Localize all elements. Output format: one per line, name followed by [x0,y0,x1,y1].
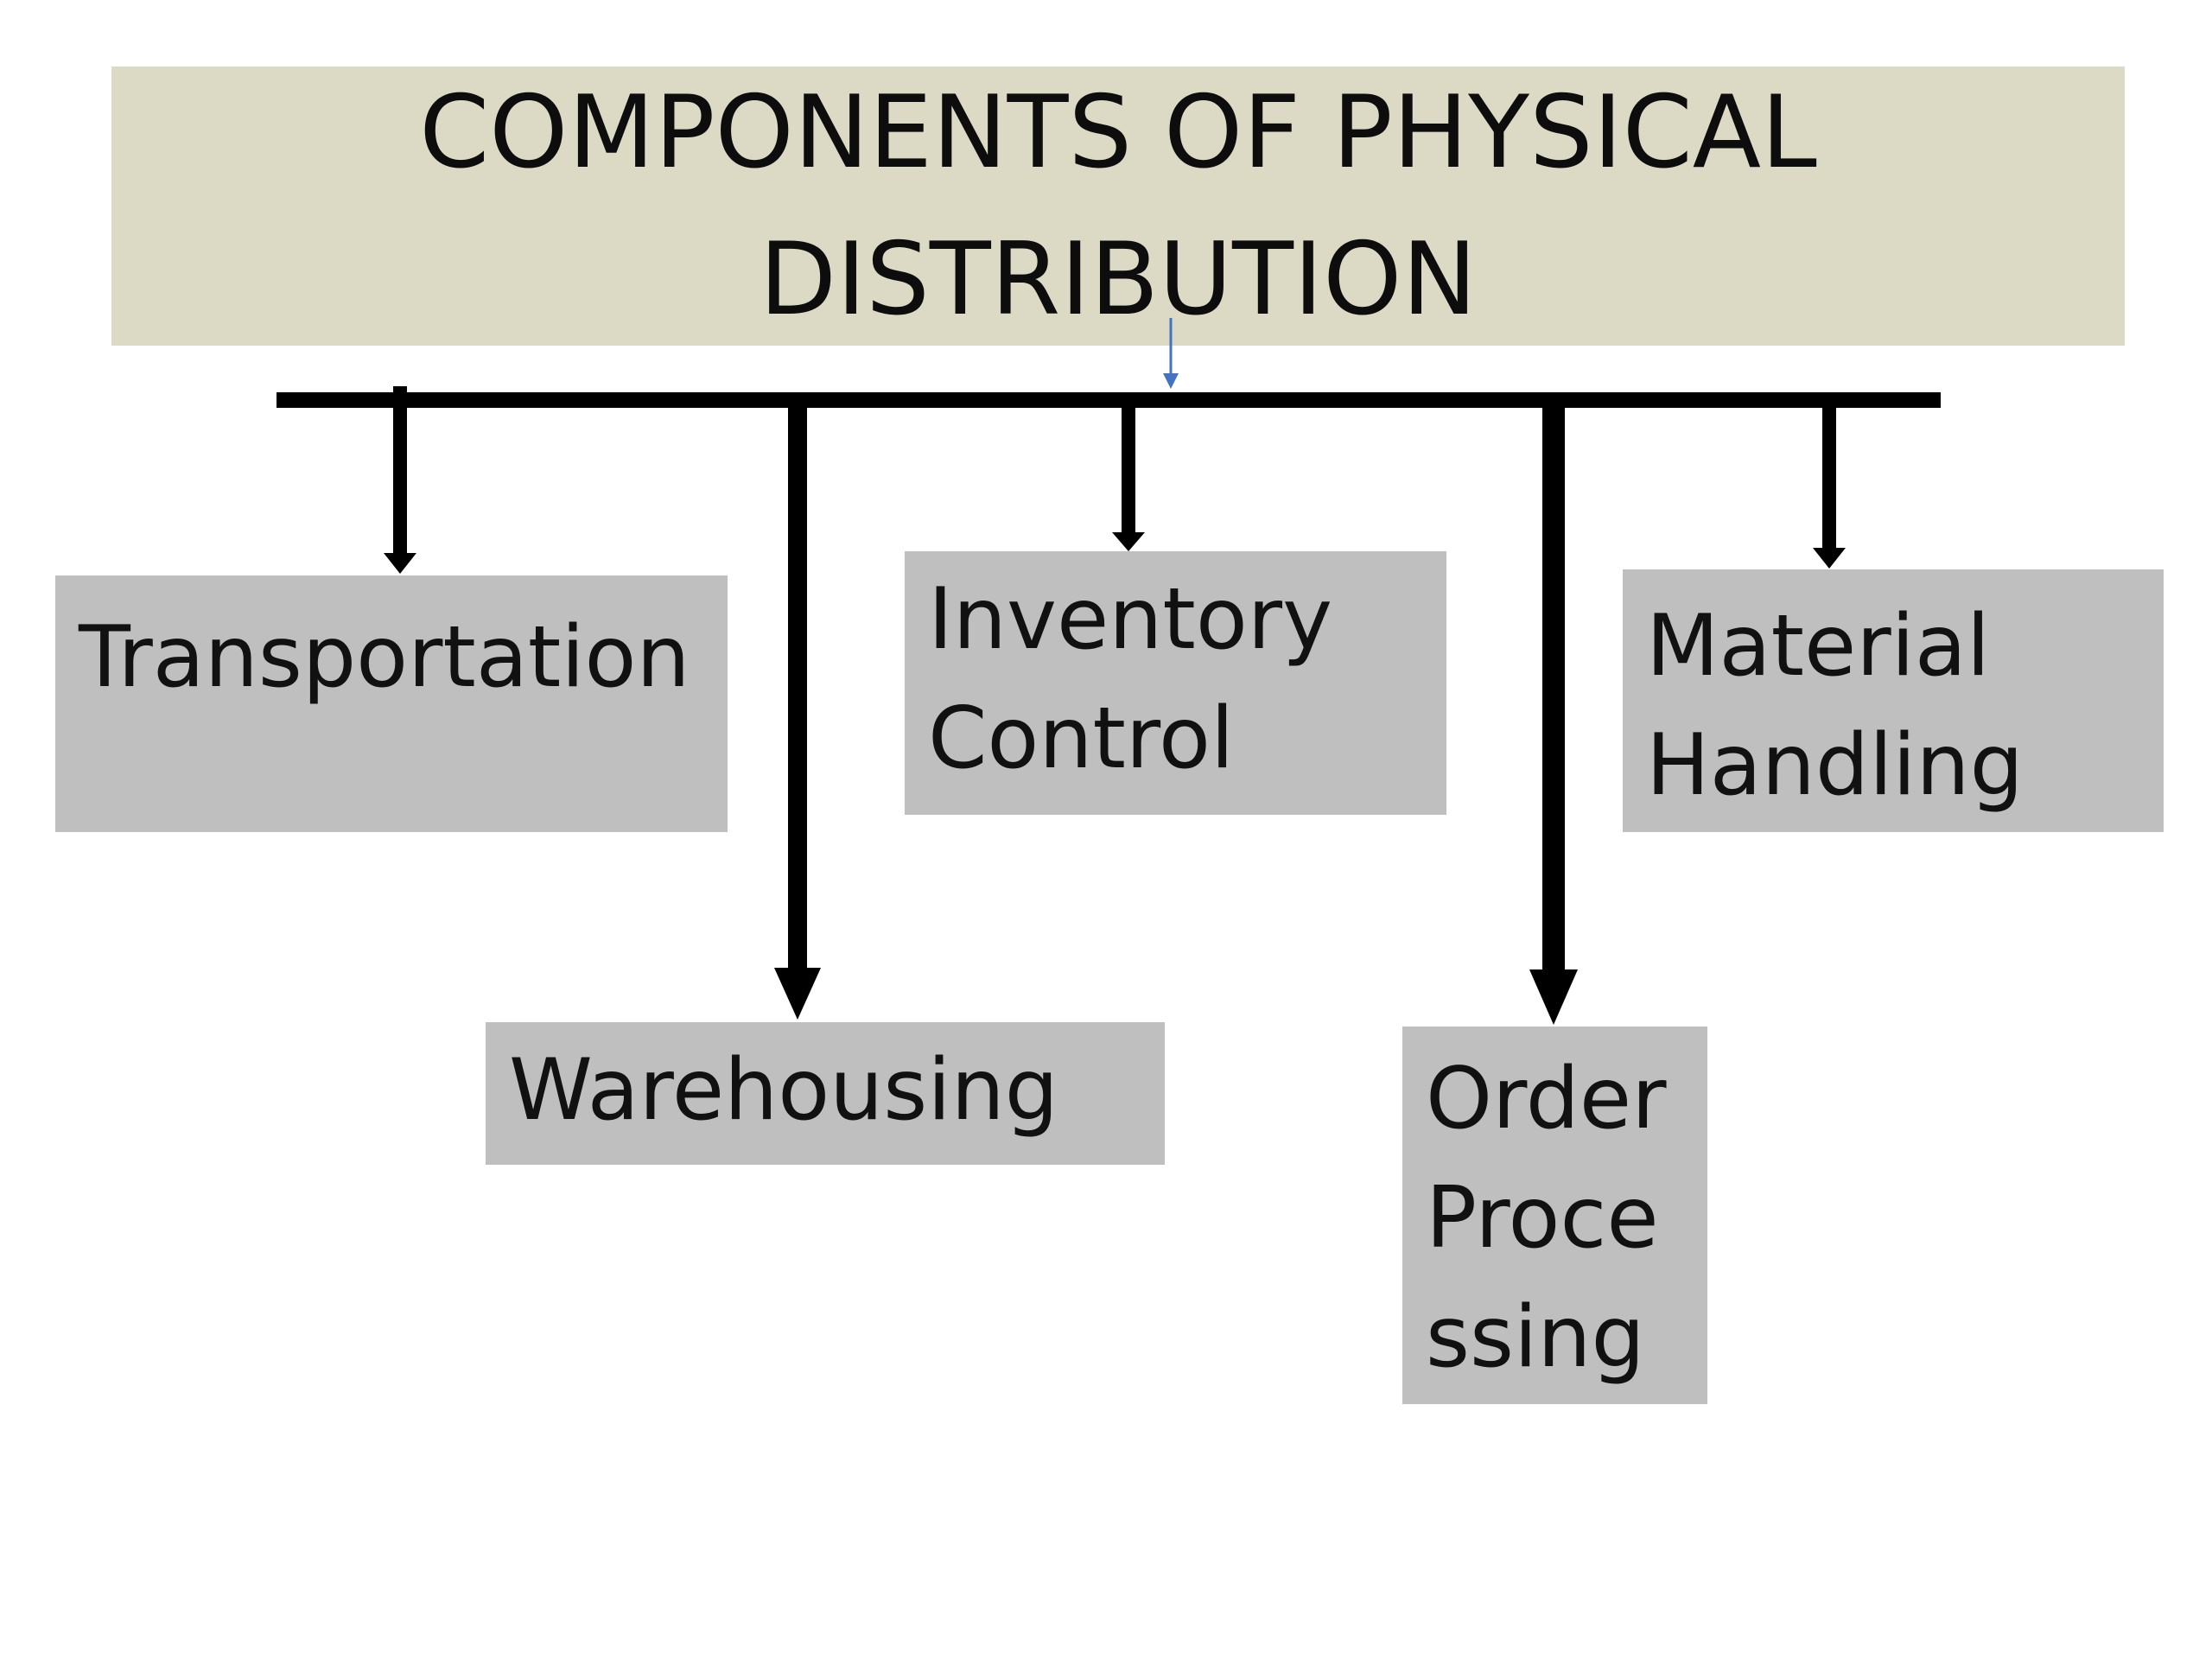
component-box-warehousing: Warehousing [486,1022,1165,1165]
component-box-transportation: Transportation [55,575,728,832]
component-box-inventory-control: Inventory Control [905,551,1446,815]
title-line-1: COMPONENTS OF PHYSICAL [419,73,1817,191]
arrowhead-order-processing [1529,969,1578,1025]
title-connector-arrowhead [1163,373,1179,389]
arrowhead-material-handling [1813,548,1846,569]
component-box-material-handling: Material Handling [1623,569,2164,832]
arrowhead-inventory-control [1112,532,1145,551]
title-line-2: DISTRIBUTION [759,220,1478,338]
component-label-line: Order [1426,1050,1667,1148]
component-label-line: Inventory [928,570,1333,669]
component-label-line: Transportation [79,608,690,707]
arrowhead-warehousing [774,968,821,1020]
component-label-line: ssing [1426,1288,1645,1387]
component-label-line: Handling [1646,716,2024,815]
component-label-line: Material [1646,597,1991,696]
arrowhead-transportation [384,553,416,574]
component-box-order-processing: Order Proce ssing [1402,1027,1707,1404]
component-label-line: Proce [1426,1169,1659,1268]
component-label-line: Warehousing [509,1041,1058,1140]
component-label-line: Control [928,690,1235,788]
title-box: COMPONENTS OF PHYSICAL DISTRIBUTION [111,67,2125,346]
